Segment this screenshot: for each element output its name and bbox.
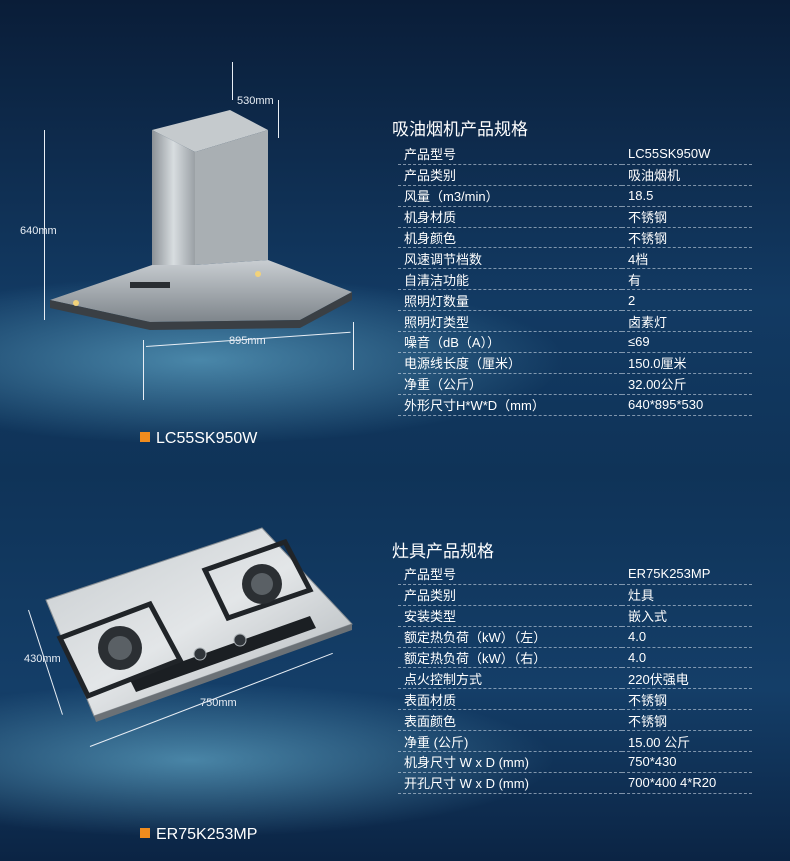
cooktop-spec-title: 灶具产品规格 (392, 542, 494, 561)
spec-value: 4.0 (622, 647, 752, 669)
spec-value: 不锈钢 (622, 206, 752, 228)
spec-key: 噪音（dB（A）） (398, 331, 622, 353)
table-row: 外形尺寸H*W*D（mm）640*895*530 (398, 394, 752, 416)
spec-value: 吸油烟机 (622, 164, 752, 186)
spec-value: 700*400 4*R20 (622, 772, 752, 794)
table-row: 产品类别吸油烟机 (398, 164, 752, 186)
hood-model-text: LC55SK950W (156, 430, 258, 447)
spec-key: 产品类别 (398, 584, 622, 606)
cooktop-depth-label: 430mm (24, 653, 61, 665)
cooktop-model-label: ER75K253MP (140, 826, 257, 844)
hood-spec-title: 吸油烟机产品规格 (392, 120, 528, 139)
spec-value: 嵌入式 (622, 605, 752, 627)
orange-square-icon (140, 828, 150, 838)
spec-value: 150.0厘米 (622, 352, 752, 374)
spec-key: 风速调节档数 (398, 247, 622, 270)
table-row: 产品类别灶具 (398, 584, 752, 606)
table-row: 电源线长度（厘米）150.0厘米 (398, 352, 752, 374)
range-hood-image (50, 110, 352, 330)
hood-depth-line-right (278, 100, 279, 138)
spec-key: 净重（公斤） (398, 373, 622, 395)
spec-value: 灶具 (622, 584, 752, 606)
spec-key: 表面颜色 (398, 709, 622, 732)
spec-value: 4.0 (622, 626, 752, 648)
spec-value: ≤69 (622, 331, 752, 353)
hood-height-line (44, 130, 45, 320)
spec-value: 640*895*530 (622, 394, 752, 416)
spec-value: ER75K253MP (622, 564, 752, 585)
cooktop-image (45, 527, 353, 722)
spec-key: 自清洁功能 (398, 268, 622, 291)
table-row: 噪音（dB（A））≤69 (398, 331, 752, 353)
table-row: 表面材质不锈钢 (398, 688, 752, 711)
spec-key: 产品型号 (398, 564, 622, 585)
table-row: 额定热负荷（kW）（左）4.0 (398, 626, 752, 648)
spec-key: 机身材质 (398, 206, 622, 228)
orange-square-icon (140, 432, 150, 442)
spec-key: 照明灯类型 (398, 310, 622, 333)
hood-depth-line (232, 62, 233, 100)
hood-depth-label: 530mm (237, 95, 274, 107)
table-row: 开孔尺寸 W x D (mm)700*400 4*R20 (398, 772, 752, 794)
spec-value: 4档 (622, 247, 752, 270)
cooktop-model-text: ER75K253MP (156, 826, 258, 843)
table-row: 安装类型嵌入式 (398, 605, 752, 627)
table-row: 风量（m3/min）18.5 (398, 185, 752, 207)
table-row: 净重（公斤）32.00公斤 (398, 373, 752, 395)
table-row: 额定热负荷（kW）（右）4.0 (398, 647, 752, 669)
spec-key: 额定热负荷（kW）（右） (398, 647, 622, 669)
table-row: 机身颜色不锈钢 (398, 227, 752, 249)
spec-key: 机身尺寸 W x D (mm) (398, 751, 622, 773)
spec-key: 外形尺寸H*W*D（mm） (398, 394, 622, 416)
spec-key: 开孔尺寸 W x D (mm) (398, 772, 622, 794)
spec-value: 220伏强电 (622, 667, 752, 690)
spec-value: 不锈钢 (622, 709, 752, 732)
spec-value: 750*430 (622, 751, 752, 773)
hood-width-label: 895mm (229, 335, 266, 347)
hood-height-label: 640mm (20, 225, 57, 237)
hood-model-label: LC55SK950W (140, 430, 257, 448)
spec-key: 产品型号 (398, 144, 622, 165)
spec-value: 卤素灯 (622, 310, 752, 333)
hood-width-line-right (353, 322, 354, 370)
table-row: 表面颜色不锈钢 (398, 709, 752, 732)
spec-value: 不锈钢 (622, 227, 752, 249)
spec-value: 不锈钢 (622, 688, 752, 711)
spec-value: 2 (622, 289, 752, 312)
spec-key: 净重 (公斤) (398, 730, 622, 753)
table-row: 净重 (公斤)15.00 公斤 (398, 730, 752, 753)
spec-value: 15.00 公斤 (622, 730, 752, 753)
table-row: 机身尺寸 W x D (mm)750*430 (398, 751, 752, 773)
spec-key: 产品类别 (398, 164, 622, 186)
spec-key: 电源线长度（厘米） (398, 352, 622, 374)
spec-key: 额定热负荷（kW）（左） (398, 626, 622, 648)
spec-value: 32.00公斤 (622, 373, 752, 395)
spec-value: 有 (622, 268, 752, 291)
spec-key: 安装类型 (398, 605, 622, 627)
table-row: 照明灯类型卤素灯 (398, 310, 752, 333)
cooktop-width-label: 750mm (200, 697, 237, 709)
spec-key: 点火控制方式 (398, 667, 622, 690)
spec-key: 表面材质 (398, 688, 622, 711)
table-row: 自清洁功能有 (398, 268, 752, 291)
spec-key: 照明灯数量 (398, 289, 622, 312)
spec-key: 机身颜色 (398, 227, 622, 249)
hood-width-line-left (143, 340, 144, 400)
spec-key: 风量（m3/min） (398, 185, 622, 207)
spec-value: 18.5 (622, 185, 752, 207)
spec-value: LC55SK950W (622, 144, 752, 165)
table-row: 机身材质不锈钢 (398, 206, 752, 228)
